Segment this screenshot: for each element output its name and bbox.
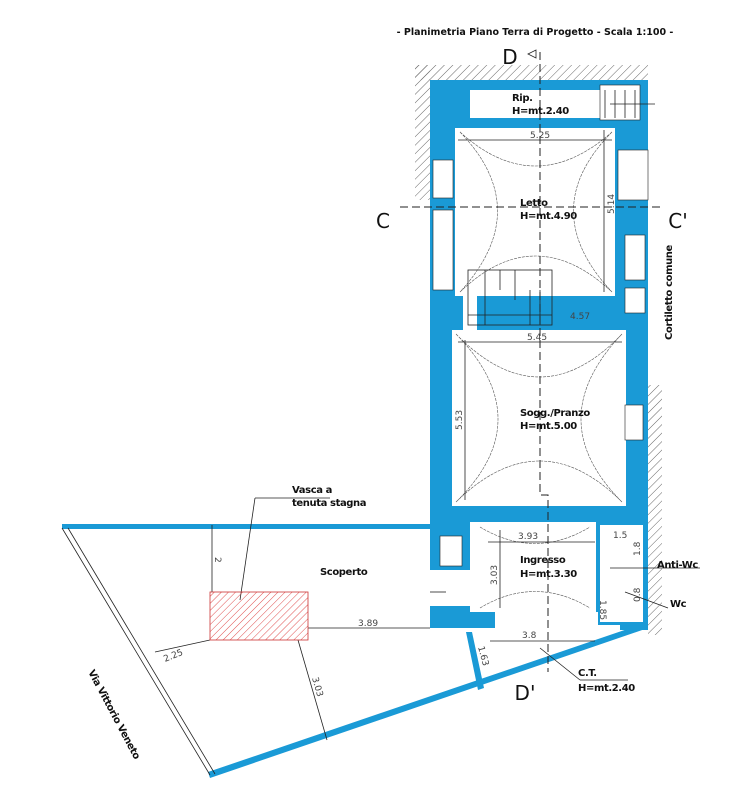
vasca-label-1: Vasca a: [292, 485, 332, 496]
room-letto-name: Letto: [520, 198, 548, 209]
room-ct-height: H=mt.2.40: [578, 683, 635, 694]
room-sogg-height: H=mt.5.00: [520, 421, 577, 432]
room-ingresso-name: Ingresso: [520, 555, 566, 566]
dim-vasca-wall: 3.89: [358, 619, 378, 629]
building-walls: [430, 80, 649, 630]
dim-wc-side: 1.85: [597, 600, 607, 620]
dim-antiwc-depth: 1.8: [633, 541, 643, 556]
dim-vasca-street: 2.25: [162, 648, 184, 665]
room-ingresso-height: H=mt.3.30: [520, 569, 577, 580]
dim-ingresso-width: 3.93: [518, 532, 538, 542]
dim-sogg-depth: 5.53: [455, 410, 465, 430]
room-ct-name: C.T.: [578, 668, 597, 679]
dim-letto-depth: 5.14: [607, 194, 617, 214]
plan-title: - Planimetria Piano Terra di Progetto - …: [397, 27, 674, 38]
room-rip-height: H=mt.2.40: [512, 106, 569, 117]
dim-antiwc-width: 1.5: [613, 531, 627, 541]
room-scoperto-name: Scoperto: [320, 567, 368, 578]
dim-ct-width: 3.8: [522, 631, 537, 641]
section-d-top: D: [502, 45, 517, 69]
dimension-lines: [154, 130, 700, 741]
section-lines: [400, 49, 662, 672]
section-c-left: C: [376, 209, 390, 233]
dim-vasca-top: 2: [212, 557, 222, 563]
cortiletto-label: Cortiletto comune: [664, 244, 675, 340]
dim-ingresso-depth: 3.03: [490, 565, 500, 585]
dim-letto-width: 5.25: [530, 131, 550, 141]
vasca-label-2: tenuta stagna: [292, 498, 366, 509]
section-c-right: C': [668, 209, 687, 233]
street-label: Via Vittorio Veneto: [85, 668, 142, 761]
section-d-bottom: D': [515, 681, 536, 705]
neighbour-walls: [415, 65, 662, 635]
room-rip-name: Rip.: [512, 93, 533, 104]
room-antiwc-name: Anti-Wc: [657, 560, 698, 571]
dim-sogg-width: 5.45: [527, 333, 547, 343]
dim-stair-width: 4.57: [570, 312, 590, 322]
room-letto-height: H=mt.4.90: [520, 211, 577, 222]
septic-tank: [209, 591, 309, 641]
dim-wc-depth: 0.8: [633, 587, 643, 602]
vault-lines: [455, 131, 623, 609]
courtyard-walls: [61, 524, 648, 778]
room-wc-name: Wc: [670, 599, 687, 610]
room-sogg-name: Sogg./Pranzo: [520, 408, 590, 419]
